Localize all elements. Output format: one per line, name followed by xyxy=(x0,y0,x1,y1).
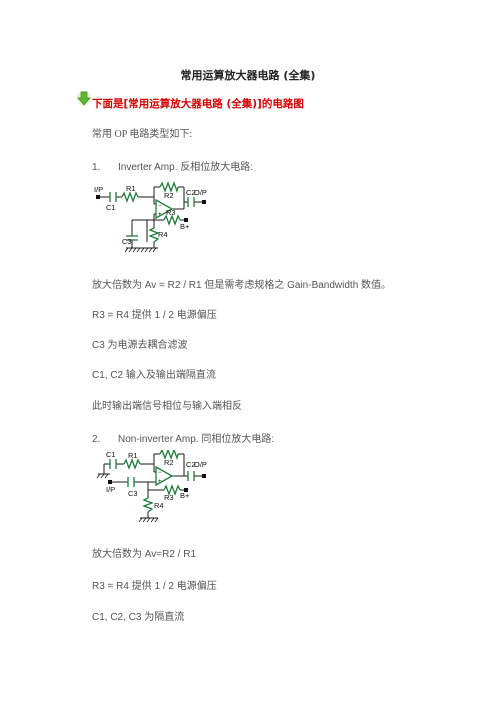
c1-r3-label: R3 xyxy=(166,208,176,217)
c2-ip-label: I/P xyxy=(106,485,115,494)
circuit-diagram-heading[interactable]: 下面是[常用运算放大器电路 (全集)]的电路图 xyxy=(92,98,304,110)
svg-text:−: − xyxy=(158,470,162,476)
s2-line-1: 放大倍数为 Av=R2 / R1 xyxy=(92,549,197,560)
c1-r1-label: R1 xyxy=(126,184,136,193)
section-1-label: Inverter Amp. 反相位放大电路: xyxy=(118,162,254,173)
c1-bplus-label: B+ xyxy=(180,222,190,231)
svg-text:+: + xyxy=(158,212,162,218)
s1-line-1: 放大倍数为 Av = R2 / R1 但是需考虑规格之 Gain-Bandwid… xyxy=(92,280,392,291)
svg-text:+: + xyxy=(158,479,162,485)
c2-r1-label: R1 xyxy=(128,451,138,460)
section-1-heading: 1. Inverter Amp. 反相位放大电路: xyxy=(92,158,253,173)
non-inverter-amp-schematic: − + C1 R1 R2 C2 O/P I/P C3 R3 B+ R4 xyxy=(96,450,207,523)
c2-c3-label: C3 xyxy=(128,489,138,498)
inverter-amp-schematic: − + I/P R1 C1 R2 C2 O/P R3 B+ R4 C3 xyxy=(94,181,207,253)
c1-op-label: O/P xyxy=(194,188,207,197)
c2-r3-label: R3 xyxy=(164,493,174,502)
c1-ip-label: I/P xyxy=(94,185,103,194)
section-2-number: 2. xyxy=(92,434,101,445)
page-title: 常用运算放大器电路 (全集) xyxy=(180,69,316,82)
c1-r4-label: R4 xyxy=(158,230,168,239)
s1-line-4: C1, C2 输入及输出端隔直流 xyxy=(92,370,216,381)
c2-c1-label: C1 xyxy=(106,450,116,459)
c2-r2-label: R2 xyxy=(164,458,174,467)
s1-line-3: C3 为电源去耦合滤波 xyxy=(92,340,188,351)
s2-line-2: R3 = R4 提供 1 / 2 电源偏压 xyxy=(92,581,217,592)
c1-c2-label: C2 xyxy=(186,188,196,197)
s1-line-5: 此时输出端信号相位与输入端相反 xyxy=(92,401,242,412)
section-2-label: Non-inverter Amp. 同相位放大电路: xyxy=(118,434,275,445)
s2-line-3: C1, C2, C3 为隔直流 xyxy=(92,612,185,623)
s1-line-2: R3 = R4 提供 1 / 2 电源偏压 xyxy=(92,310,217,321)
c2-r4-label: R4 xyxy=(154,501,164,510)
section-2-heading: 2. Non-inverter Amp. 同相位放大电路: xyxy=(92,430,274,445)
c2-bplus-label: B+ xyxy=(180,491,190,500)
section-1-number: 1. xyxy=(92,162,101,173)
c1-c1-label: C1 xyxy=(106,203,116,212)
download-arrow-icon xyxy=(76,90,92,106)
intro-text: 常用 OP 电路类型如下: xyxy=(92,129,193,140)
c2-c2-label: C2 xyxy=(186,460,196,469)
svg-text:−: − xyxy=(158,203,162,209)
c1-r2-label: R2 xyxy=(164,191,174,200)
c2-op-label: O/P xyxy=(194,460,207,469)
c1-c3-label: C3 xyxy=(122,237,132,246)
